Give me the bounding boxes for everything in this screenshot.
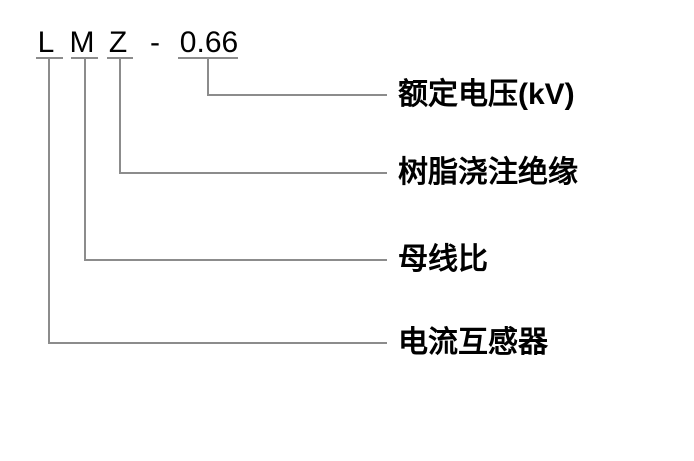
connector-horizontal-resin-insulation	[119, 172, 387, 174]
connector-horizontal-rated-voltage	[207, 94, 387, 96]
code-letter-l: L	[37, 26, 55, 59]
code-dash: -	[150, 26, 160, 59]
connector-horizontal-current-transformer	[48, 342, 387, 344]
label-current-transformer: 电流互感器	[398, 326, 548, 359]
code-letter-z: Z	[108, 26, 128, 59]
connector-vertical-current-transformer	[48, 57, 50, 344]
code-voltage-value: 0.66	[179, 26, 239, 59]
connector-vertical-resin-insulation	[119, 57, 121, 174]
label-rated-voltage: 额定电压(kV)	[398, 78, 575, 111]
label-resin-cast-insulation: 树脂浇注绝缘	[398, 156, 578, 189]
connector-vertical-rated-voltage	[207, 57, 209, 96]
connector-vertical-busbar-ratio	[84, 57, 86, 261]
connector-horizontal-busbar-ratio	[84, 259, 387, 261]
code-letter-m: M	[69, 26, 95, 59]
label-busbar-ratio: 母线比	[398, 243, 488, 276]
